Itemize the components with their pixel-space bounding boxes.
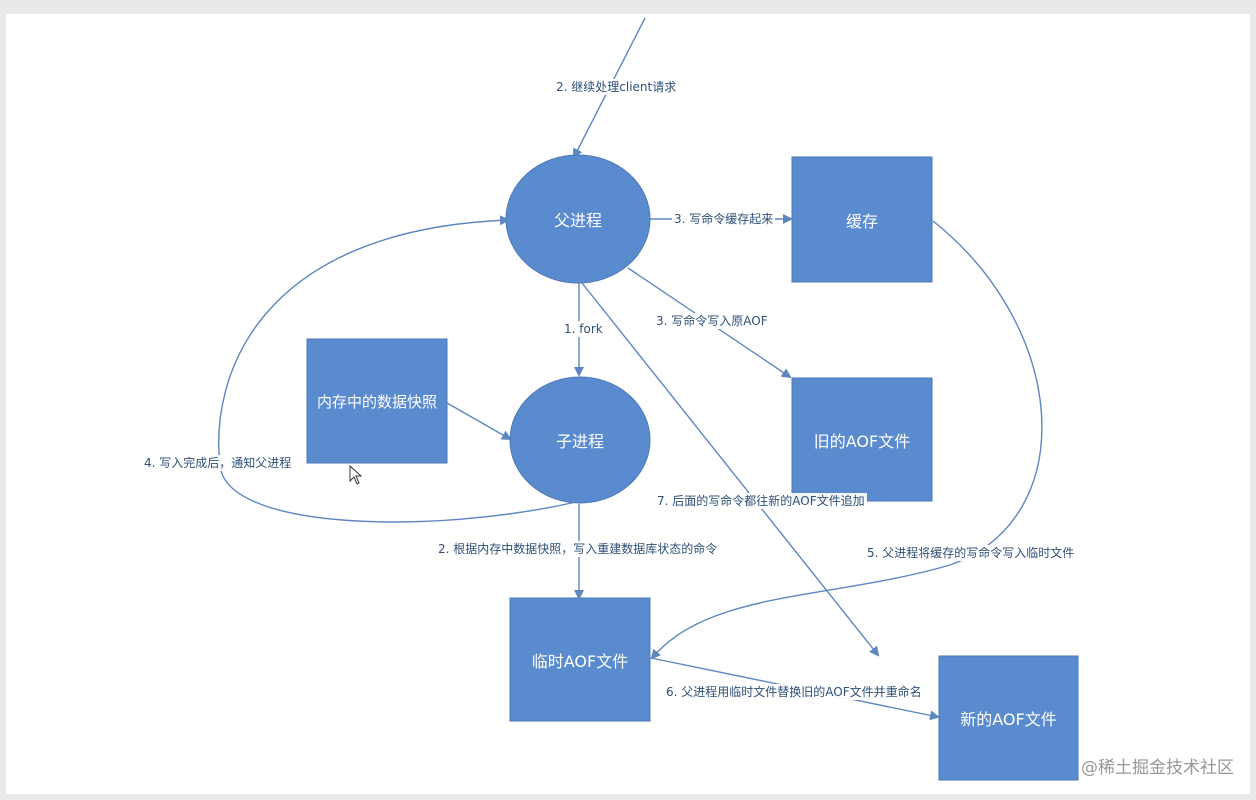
mouse-cursor-icon [349, 465, 363, 485]
edge-label-rebuild-cmds: 2. 根据内存中数据快照，写入重建数据库状态的命令 [436, 541, 720, 557]
node-temp-aof [509, 597, 651, 722]
node-parent-process [505, 154, 651, 284]
edge-label-cache-cmds: 3. 写命令缓存起来 [672, 211, 776, 227]
edge-label-write-old-aof: 3. 写命令写入原AOF [654, 313, 770, 329]
edge-label-replace-aof: 6. 父进程用临时文件替换旧的AOF文件并重命名 [664, 684, 924, 700]
edge-snapshot-to-child [446, 402, 512, 440]
node-cache [791, 156, 933, 283]
edge-label-append-new-aof: 7. 后面的写命令都往新的AOF文件追加 [655, 493, 867, 509]
edge-label-fork: 1. fork [562, 321, 605, 337]
node-new-aof [938, 655, 1079, 781]
edge-label-notify-parent: 4. 写入完成后，通知父进程 [142, 455, 294, 471]
node-old-aof [791, 377, 933, 502]
node-snapshot [306, 338, 448, 464]
watermark: @稀土掘金技术社区 [1081, 758, 1234, 778]
edge-label-client: 2. 继续处理client请求 [554, 79, 679, 95]
edge-parent-to-new-aof [581, 282, 880, 657]
edge-label-cache-to-temp: 5. 父进程将缓存的写命令写入临时文件 [865, 545, 1077, 561]
node-child-process [509, 376, 651, 504]
